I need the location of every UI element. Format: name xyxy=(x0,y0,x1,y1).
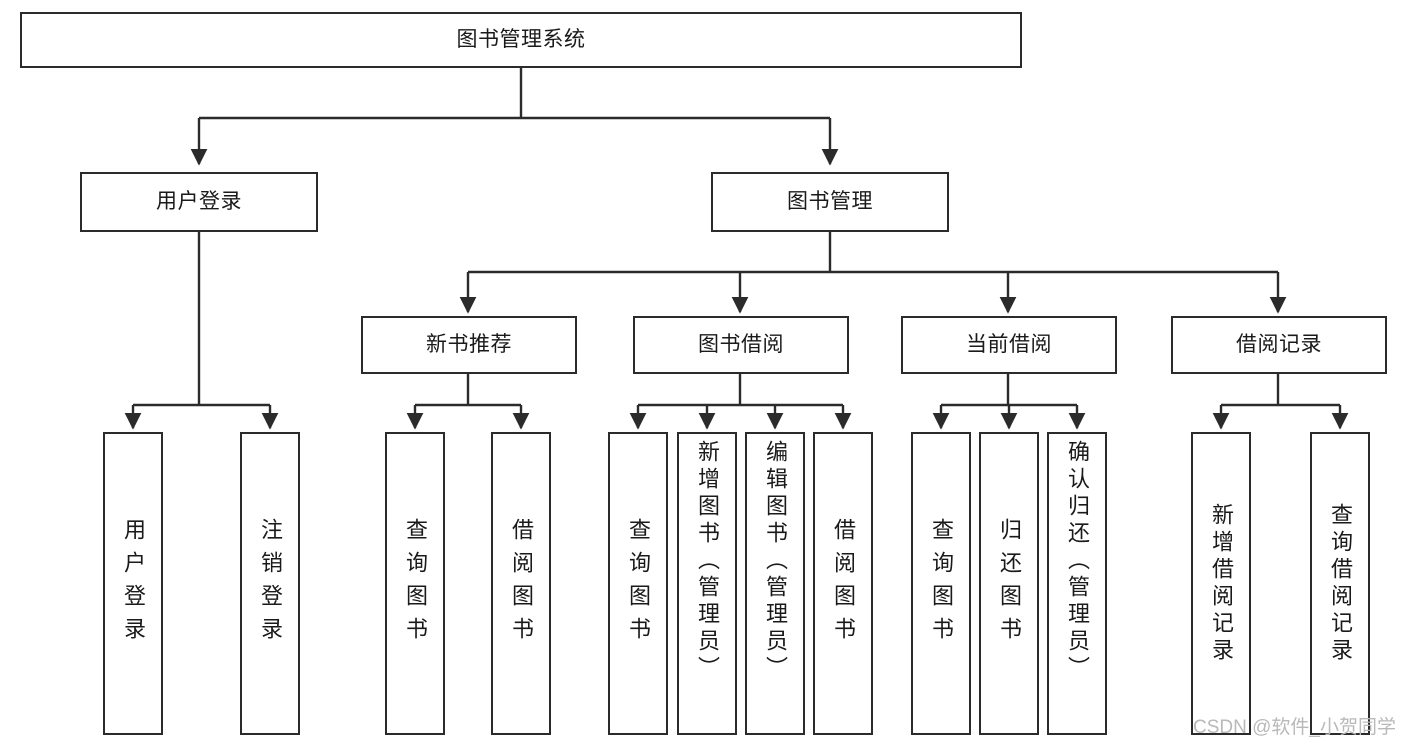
leaf-query-book-borrow[interactable]: 查询图书 xyxy=(608,432,668,735)
leaf-query-borrow-record[interactable]: 查询借阅记录 xyxy=(1310,432,1370,735)
node-label: 注销登录 xyxy=(258,517,283,650)
node-label: 归还图书 xyxy=(997,517,1022,650)
leaf-query-book-current[interactable]: 查询图书 xyxy=(911,432,971,735)
node-label: 借阅图书 xyxy=(831,517,856,650)
node-label: 当前借阅 xyxy=(966,332,1052,356)
node-label: 图书借阅 xyxy=(698,332,784,356)
node-label: 图书管理系统 xyxy=(456,27,586,51)
node-new-book-recommend[interactable]: 新书推荐 xyxy=(361,316,577,374)
leaf-borrow-book-borrow[interactable]: 借阅图书 xyxy=(813,432,873,735)
node-label: 查询图书 xyxy=(929,517,954,650)
node-user-login[interactable]: 用户登录 xyxy=(80,172,318,232)
node-label: 确认归还（管理员） xyxy=(1065,440,1090,683)
node-label: 编辑图书（管理员） xyxy=(763,440,788,683)
leaf-user-login[interactable]: 用户登录 xyxy=(103,432,163,735)
node-current-borrow[interactable]: 当前借阅 xyxy=(901,316,1117,374)
leaf-logout-login[interactable]: 注销登录 xyxy=(240,432,300,735)
node-label: 新增借阅记录 xyxy=(1209,502,1234,665)
node-label: 用户登录 xyxy=(121,517,146,650)
node-label: 查询图书 xyxy=(626,517,651,650)
leaf-edit-book-admin[interactable]: 编辑图书（管理员） xyxy=(745,432,805,735)
leaf-return-book[interactable]: 归还图书 xyxy=(979,432,1039,735)
node-label: 查询图书 xyxy=(403,517,428,650)
node-label: 图书管理 xyxy=(787,189,873,213)
leaf-add-borrow-record[interactable]: 新增借阅记录 xyxy=(1191,432,1251,735)
node-label: 用户登录 xyxy=(156,189,242,213)
node-label: 新增图书（管理员） xyxy=(695,440,720,683)
leaf-query-book-recommend[interactable]: 查询图书 xyxy=(385,432,445,735)
node-book-borrow[interactable]: 图书借阅 xyxy=(633,316,849,374)
node-label: 查询借阅记录 xyxy=(1328,502,1353,665)
leaf-borrow-book-recommend[interactable]: 借阅图书 xyxy=(491,432,551,735)
node-label: 新书推荐 xyxy=(426,332,512,356)
node-borrow-record[interactable]: 借阅记录 xyxy=(1171,316,1387,374)
leaf-add-book-admin[interactable]: 新增图书（管理员） xyxy=(677,432,737,735)
node-label: 借阅记录 xyxy=(1236,332,1322,356)
node-book-management[interactable]: 图书管理 xyxy=(711,172,949,232)
node-root-book-management-system[interactable]: 图书管理系统 xyxy=(20,12,1022,68)
leaf-confirm-return-admin[interactable]: 确认归还（管理员） xyxy=(1047,432,1107,735)
node-label: 借阅图书 xyxy=(509,517,534,650)
